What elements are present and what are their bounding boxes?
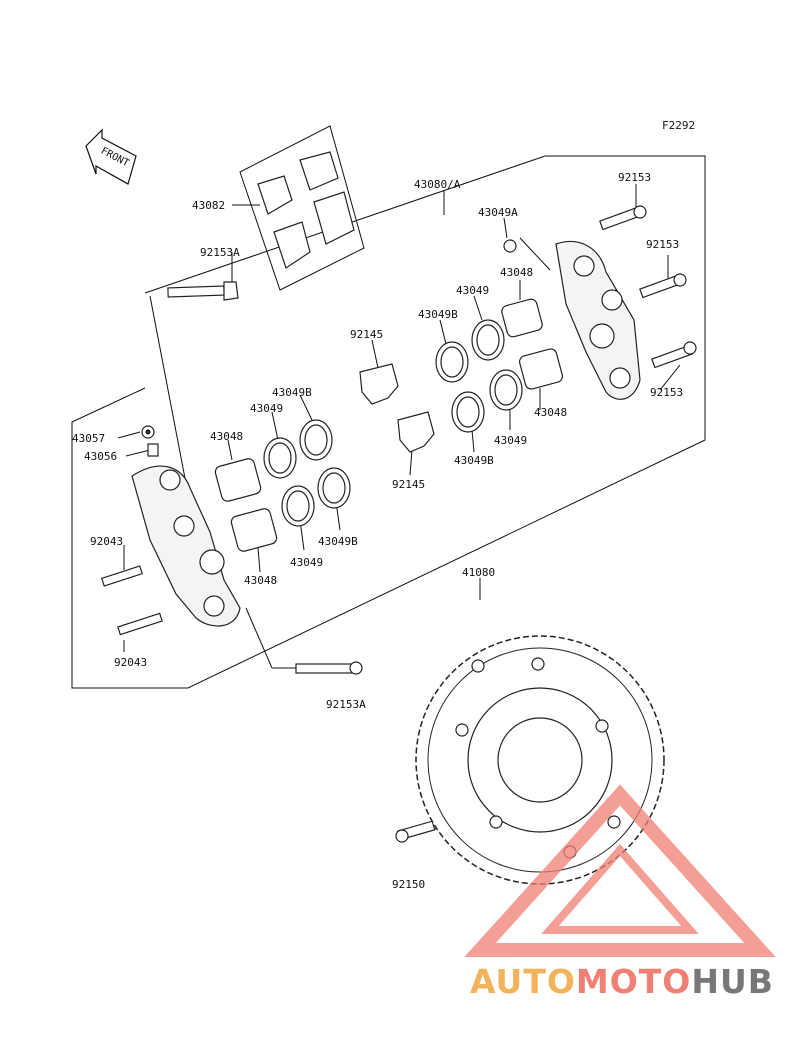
bleeder-43057 bbox=[141, 425, 155, 439]
label-43049-d: 43049 bbox=[290, 556, 323, 569]
label-92153-a: 92153 bbox=[618, 171, 651, 184]
label-43049A: 43049A bbox=[478, 206, 518, 219]
label-43056: 43056 bbox=[84, 450, 117, 463]
label-43048-d: 43048 bbox=[244, 574, 277, 587]
piston-43048-d bbox=[230, 508, 278, 552]
label-92043-b: 92043 bbox=[114, 656, 147, 669]
seal-43049-c bbox=[263, 437, 297, 479]
label-43049B-a: 43049B bbox=[418, 308, 458, 321]
bolt-92153A-top bbox=[167, 281, 239, 301]
pad-spring-92145-b bbox=[397, 411, 435, 453]
label-43049B-b: 43049B bbox=[272, 386, 312, 399]
brand-part-moto: MOTO bbox=[575, 962, 692, 1001]
pad-spring-92145-a bbox=[359, 363, 399, 405]
label-92145-b: 92145 bbox=[392, 478, 425, 491]
label-43057: 43057 bbox=[72, 432, 105, 445]
caliper-left-half bbox=[131, 465, 241, 627]
label-43049-c: 43049 bbox=[494, 434, 527, 447]
bolt-92043-b bbox=[117, 612, 163, 636]
brake-pad-set bbox=[257, 151, 355, 269]
seal-43049-a bbox=[471, 319, 505, 361]
bolt-92153-c bbox=[651, 341, 697, 369]
watermark-logo bbox=[464, 784, 776, 957]
bolt-92153-b bbox=[639, 273, 687, 299]
front-arrow-icon: FRONT bbox=[85, 128, 137, 185]
label-92153-b: 92153 bbox=[646, 238, 679, 251]
seal-43049B-b bbox=[451, 391, 485, 433]
label-92153-c: 92153 bbox=[650, 386, 683, 399]
label-43080A: 43080/A bbox=[414, 178, 461, 191]
label-43048-b: 43048 bbox=[534, 406, 567, 419]
label-41080: 41080 bbox=[462, 566, 495, 579]
bleeder-43056 bbox=[147, 443, 159, 457]
seal-43049-d bbox=[281, 485, 315, 527]
bolt-92153-a bbox=[599, 205, 647, 231]
label-92153A-top: 92153A bbox=[200, 246, 240, 259]
caliper-right-half bbox=[555, 240, 641, 400]
label-92153A-bottom: 92153A bbox=[326, 698, 366, 711]
label-92145-a: 92145 bbox=[350, 328, 383, 341]
assembly-frame bbox=[71, 155, 706, 689]
piston-43048-c bbox=[214, 458, 262, 502]
brand-part-hub: HUB bbox=[691, 962, 774, 1001]
label-43048-c: 43048 bbox=[210, 430, 243, 443]
label-43049-a: 43049 bbox=[456, 284, 489, 297]
bolt-92150 bbox=[395, 820, 436, 843]
bolt-92043-a bbox=[100, 565, 144, 587]
seal-43049-b bbox=[489, 369, 523, 411]
brand-part-auto: AUTO bbox=[470, 962, 576, 1001]
label-43049B-c: 43049B bbox=[454, 454, 494, 467]
label-92150: 92150 bbox=[392, 878, 425, 891]
nut-43049A bbox=[503, 239, 517, 253]
piston-43048-b bbox=[518, 348, 564, 390]
label-43082: 43082 bbox=[192, 199, 225, 212]
label-43049B-d: 43049B bbox=[318, 535, 358, 548]
seal-43049B-c bbox=[299, 419, 333, 461]
brake-disc-41080 bbox=[415, 635, 665, 885]
bolt-92153A-bottom bbox=[295, 661, 363, 675]
figure-code: F2292 bbox=[662, 119, 695, 132]
seal-43049B-a bbox=[435, 341, 469, 383]
label-43049-b: 43049 bbox=[250, 402, 283, 415]
label-92043-a: 92043 bbox=[90, 535, 123, 548]
seal-43049B-d bbox=[317, 467, 351, 509]
piston-43048-a bbox=[501, 298, 543, 338]
leader-lines bbox=[117, 184, 681, 831]
watermark-brand-text: AUTOMOTOHUB bbox=[470, 962, 774, 1001]
pads-frame bbox=[239, 125, 365, 291]
label-43048-a: 43048 bbox=[500, 266, 533, 279]
